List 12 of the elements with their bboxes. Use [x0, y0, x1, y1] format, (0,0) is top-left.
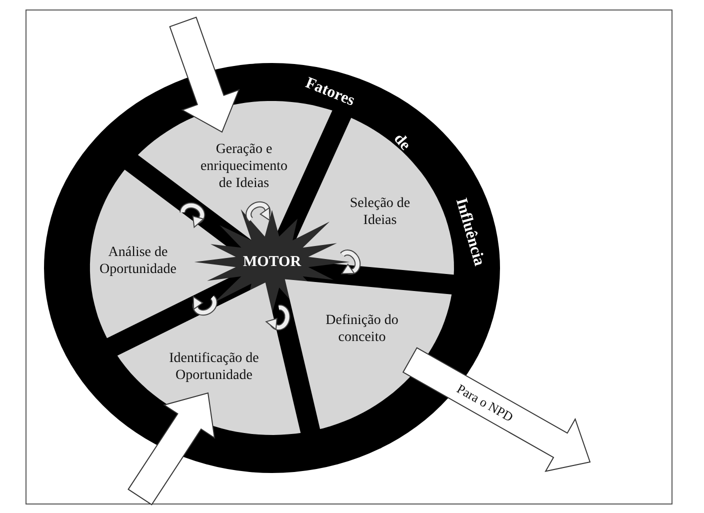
stage-label: Seleção de Ideias: [348, 196, 412, 230]
ring-label: Influência: [451, 196, 489, 268]
block-arrow: [169, 16, 240, 133]
motor-label: MOTOR: [242, 253, 302, 271]
stage-label: Geração e enriquecimento de Ideias: [199, 142, 289, 192]
edge-label: Para o NPD: [454, 380, 516, 425]
stage-label: Análise de Oportunidade: [98, 245, 178, 279]
block-arrow: [402, 347, 591, 472]
block-arrow: [128, 392, 216, 506]
stage-label: Identificação de Oportunidade: [168, 351, 260, 385]
ring-label: de: [390, 130, 414, 154]
stage-label: Definição do conceito: [324, 313, 400, 347]
